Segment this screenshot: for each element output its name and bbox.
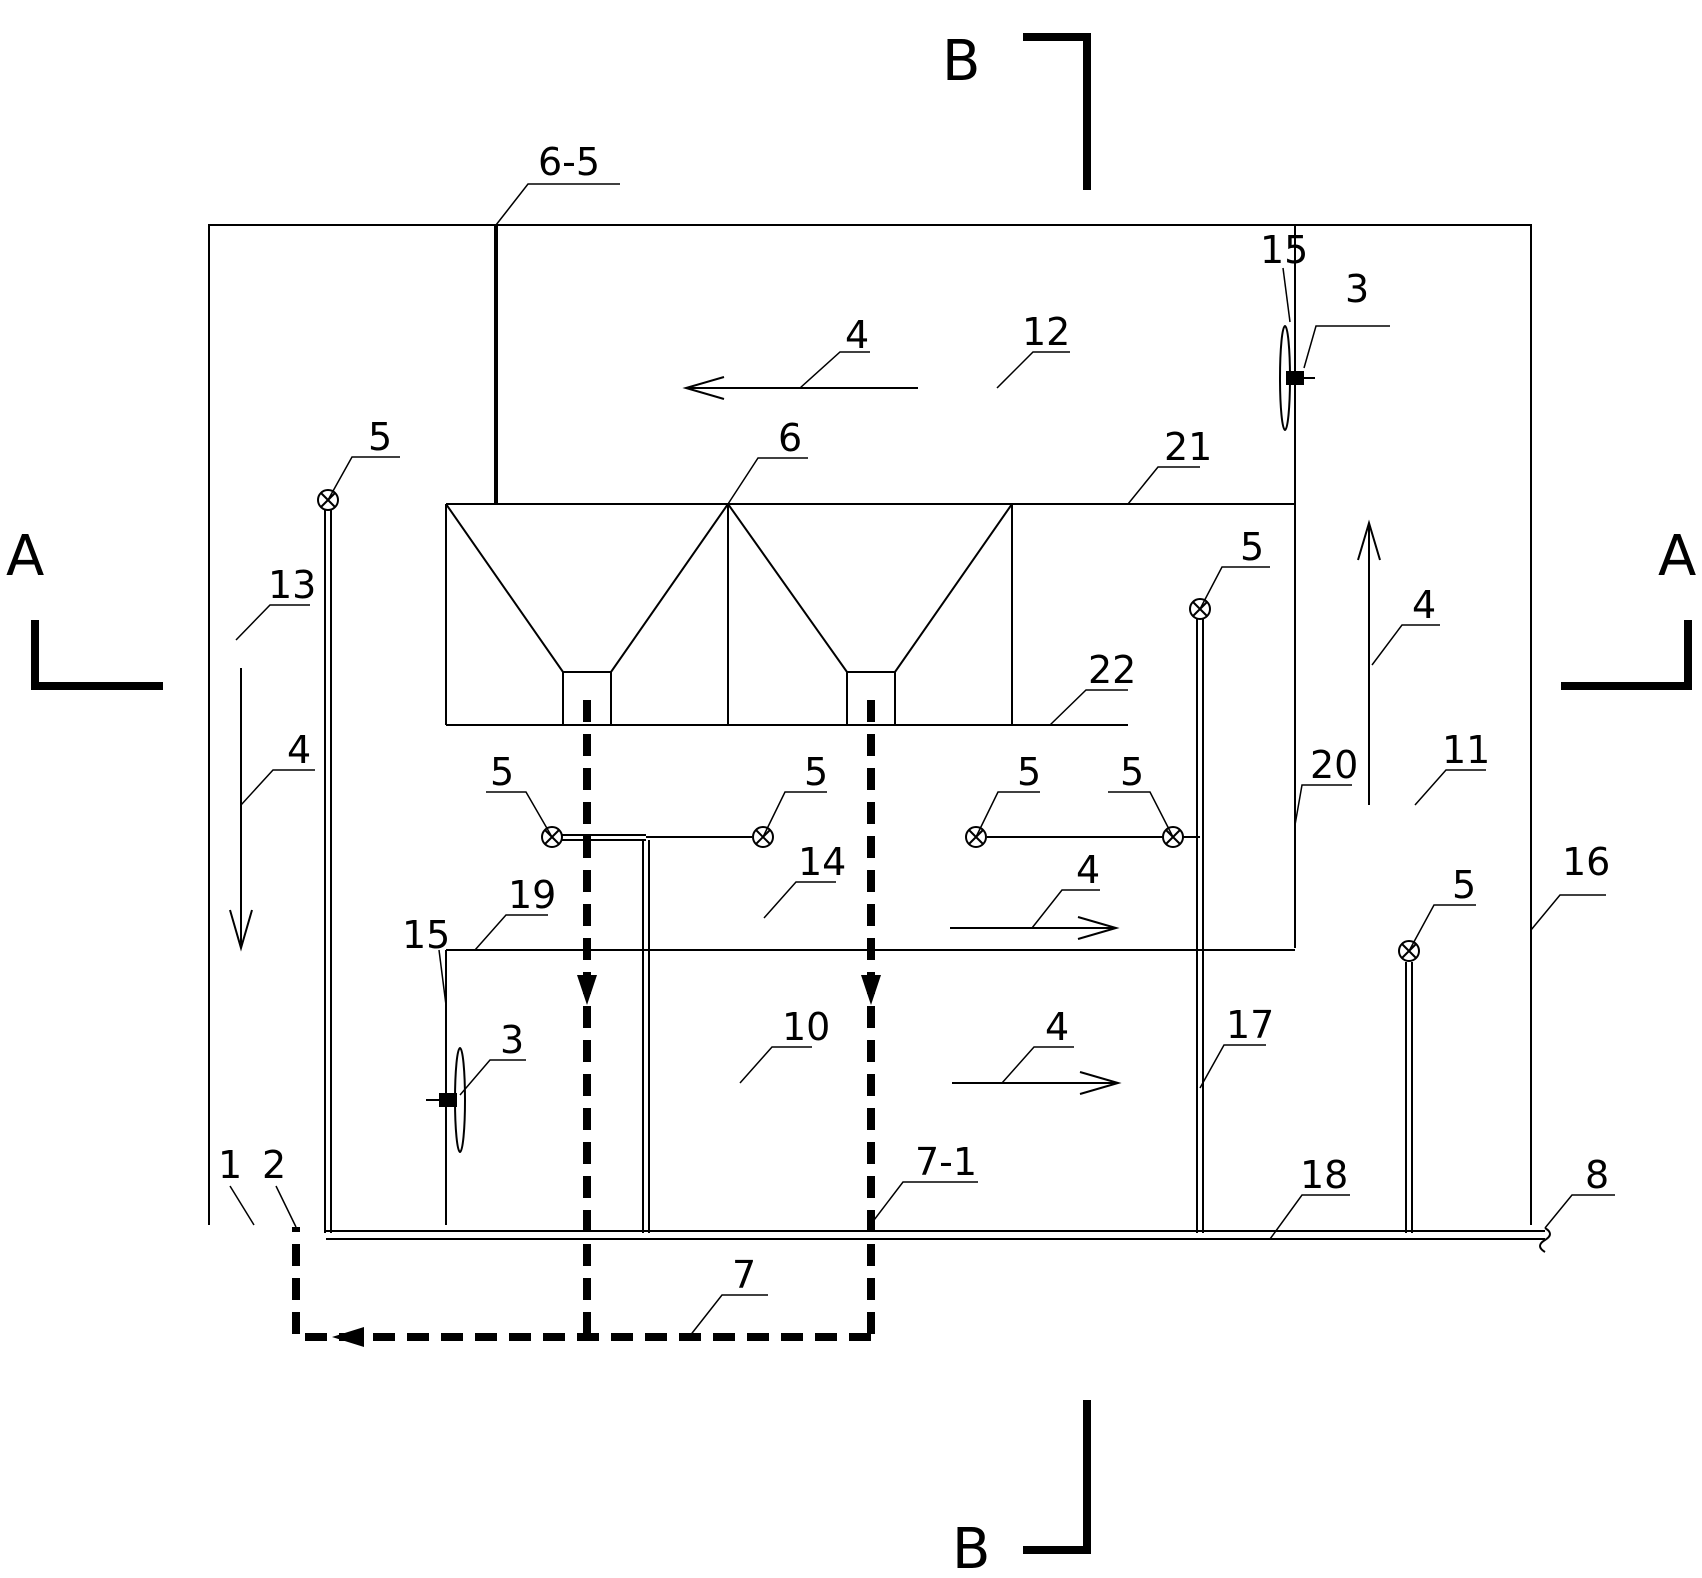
label-3-low: 3 — [500, 1018, 524, 1062]
label-8: 8 — [1585, 1153, 1609, 1197]
section-label-a-left: A — [6, 524, 44, 589]
label-6-5: 6-5 — [538, 140, 600, 184]
label-18: 18 — [1300, 1153, 1348, 1197]
label-5-left: 5 — [368, 415, 392, 459]
label-12: 12 — [1022, 310, 1070, 354]
label-2: 2 — [262, 1143, 286, 1187]
label-15-low: 15 — [402, 913, 450, 957]
label-1: 1 — [218, 1143, 242, 1187]
label-10: 10 — [782, 1005, 830, 1049]
label-5-e: 5 — [1452, 863, 1476, 907]
discharge-line — [292, 700, 875, 1341]
label-17: 17 — [1226, 1003, 1274, 1047]
label-19: 19 — [508, 873, 556, 917]
label-11: 11 — [1442, 728, 1490, 772]
hopper-right — [727, 503, 1013, 726]
label-14: 14 — [798, 840, 846, 884]
section-marker-b-bottom — [1023, 1400, 1091, 1554]
label-5-right: 5 — [1240, 525, 1264, 569]
arrowhead-down-icon — [577, 975, 597, 1005]
branch-pipes — [562, 834, 1200, 841]
section-marker-a-left — [31, 620, 163, 690]
riser-pipes — [324, 505, 1413, 1233]
section-label-b-top: B — [942, 29, 980, 94]
label-4-mid: 4 — [1076, 848, 1100, 892]
hopper-left — [445, 503, 729, 726]
label-15-top: 15 — [1260, 228, 1308, 272]
label-7-1: 7-1 — [915, 1140, 977, 1184]
flow-arrow-left-icon — [682, 376, 918, 400]
label-5-b: 5 — [804, 750, 828, 794]
flow-arrow-right-icon — [952, 1071, 1122, 1095]
main-pipe — [326, 1227, 1551, 1253]
label-3-top: 3 — [1345, 267, 1369, 311]
section-label-b-bottom: B — [952, 1517, 990, 1578]
label-7: 7 — [732, 1253, 756, 1297]
label-20: 20 — [1310, 743, 1358, 787]
label-5-c: 5 — [1017, 750, 1041, 794]
label-6: 6 — [778, 416, 802, 460]
section-marker-a-right — [1561, 620, 1692, 690]
inner-walls — [445, 225, 1296, 1225]
flow-arrow-right-icon — [950, 916, 1120, 940]
arrowhead-down-icon — [861, 975, 881, 1005]
outer-enclosure — [208, 224, 1532, 1225]
flow-arrow-up-icon — [1357, 519, 1381, 805]
fan-icon — [1279, 325, 1315, 431]
fan-icon — [426, 1047, 466, 1153]
label-4-left: 4 — [287, 728, 311, 772]
label-13: 13 — [268, 563, 316, 607]
section-label-a-right: A — [1658, 524, 1696, 589]
leader-lines — [229, 183, 1615, 1338]
label-4-top: 4 — [845, 313, 869, 357]
label-5-d: 5 — [1120, 750, 1144, 794]
flow-arrow-down-icon — [229, 668, 253, 952]
section-marker-b-top — [1023, 33, 1091, 190]
label-22: 22 — [1088, 648, 1136, 692]
label-5-a: 5 — [490, 750, 514, 794]
label-21: 21 — [1164, 425, 1212, 469]
arrowhead-left-icon — [332, 1327, 364, 1347]
label-16: 16 — [1562, 840, 1610, 884]
label-4-right: 4 — [1412, 583, 1436, 627]
label-4-low: 4 — [1045, 1005, 1069, 1049]
